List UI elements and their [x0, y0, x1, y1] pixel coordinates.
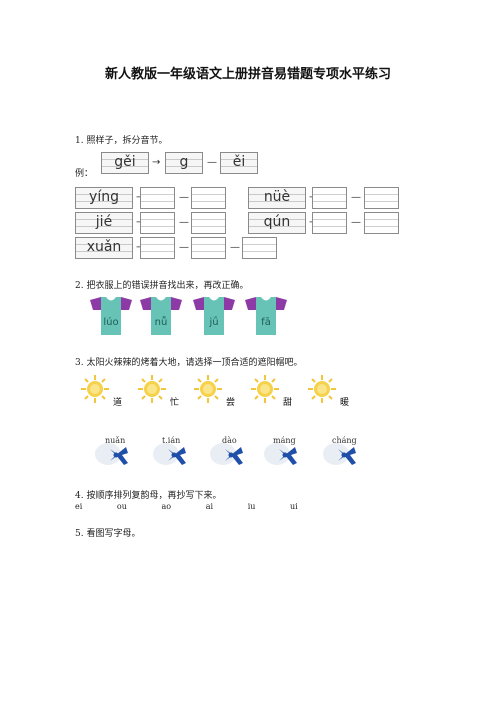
shirt-pinyin: fā: [261, 317, 271, 328]
shirt-pinyin: jǘ: [209, 317, 219, 328]
hat-icon: [94, 437, 130, 471]
dash-icon: —: [351, 192, 361, 203]
example-final-box: ěi: [220, 152, 258, 174]
q1-prompt: 1. 照样子，拆分音节。: [75, 136, 168, 146]
syllable-text: yíng: [89, 189, 119, 205]
sun-icon: [193, 374, 223, 408]
arrow-icon: →: [152, 157, 161, 168]
answer-box-initial[interactable]: [140, 237, 175, 259]
answer-box-final[interactable]: [191, 187, 226, 209]
page-title: 新人教版一年级语文上册拼音易错题专项水平练习: [104, 67, 391, 82]
shirt-pinyin: nǚ: [154, 317, 168, 328]
shirt-icon: [140, 297, 182, 335]
shirt-item: nǚ: [140, 297, 182, 335]
hat-pinyin: nuǎn: [105, 436, 126, 445]
syllable-text: nüè: [263, 189, 291, 205]
answer-box-final[interactable]: [364, 212, 399, 234]
syllable-text: xuǎn: [86, 239, 122, 255]
syllable-box: xuǎn: [75, 237, 133, 259]
hat-pinyin: dào: [222, 436, 237, 445]
hat-pinyin: máng: [273, 436, 296, 445]
vowel-list: ei ou ao ai iu ui: [75, 502, 298, 511]
shirt-icon: [193, 297, 235, 335]
example-initial: g: [179, 154, 189, 170]
answer-box-final[interactable]: [364, 187, 399, 209]
dash-icon: —: [207, 157, 217, 168]
dash-icon: —: [230, 242, 240, 253]
q2-prompt: 2. 把衣服上的错误拼音找出来，再改正确。: [75, 281, 249, 291]
shirt-icon: [90, 297, 132, 335]
q1-example-label: 例：: [75, 169, 94, 179]
shirt-item: lúo: [90, 297, 132, 335]
shirt-pinyin: lúo: [103, 317, 119, 328]
answer-box-medial[interactable]: [191, 237, 226, 259]
sun-icon: [80, 374, 110, 408]
dash-icon: —: [179, 192, 189, 203]
sun-icon: [307, 374, 337, 408]
hat-icon: [263, 437, 299, 471]
answer-box-initial[interactable]: [312, 187, 347, 209]
sun-character: 暖: [340, 398, 350, 408]
syllable-box: yíng: [75, 187, 133, 209]
sun-icon: [137, 374, 167, 408]
syllable-text: jié: [95, 214, 113, 230]
sun-character: 尝: [226, 398, 236, 408]
q4-prompt: 4. 按顺序排列复韵母，再抄写下来。: [75, 491, 222, 501]
hat-pinyin: t.ián: [162, 436, 181, 445]
hat-icon: [209, 437, 245, 471]
dash-icon: —: [179, 217, 189, 228]
hat-icon: [152, 437, 188, 471]
hat-icon: [322, 437, 358, 471]
sun-character: 忙: [170, 398, 180, 408]
syllable-box: qún: [248, 212, 306, 234]
shirt-item: jǘ: [193, 297, 235, 335]
answer-box-initial[interactable]: [140, 212, 175, 234]
answer-box-final[interactable]: [242, 237, 277, 259]
sun-icon: [250, 374, 280, 408]
example-syllable-box: gěi: [101, 152, 149, 174]
sun-character: 甜: [283, 398, 293, 408]
answer-box-initial[interactable]: [312, 212, 347, 234]
example-initial-box: g: [165, 152, 203, 174]
answer-box-final[interactable]: [191, 212, 226, 234]
syllable-text: qún: [263, 214, 291, 230]
q3-prompt: 3. 太阳火辣辣的烤着大地，请选择一顶合适的遮阳帽吧。: [75, 358, 303, 368]
shirt-icon: [245, 297, 287, 335]
answer-box-initial[interactable]: [140, 187, 175, 209]
sun-character: 道: [113, 398, 123, 408]
hat-pinyin: cháng: [332, 436, 357, 445]
syllable-box: jié: [75, 212, 133, 234]
q5-prompt: 5. 看图写字母。: [75, 529, 141, 539]
dash-icon: —: [179, 242, 189, 253]
shirt-item: fā: [245, 297, 287, 335]
syllable-box: nüè: [248, 187, 306, 209]
example-syllable: gěi: [114, 154, 136, 170]
dash-icon: —: [351, 217, 361, 228]
example-final: ěi: [232, 154, 246, 170]
